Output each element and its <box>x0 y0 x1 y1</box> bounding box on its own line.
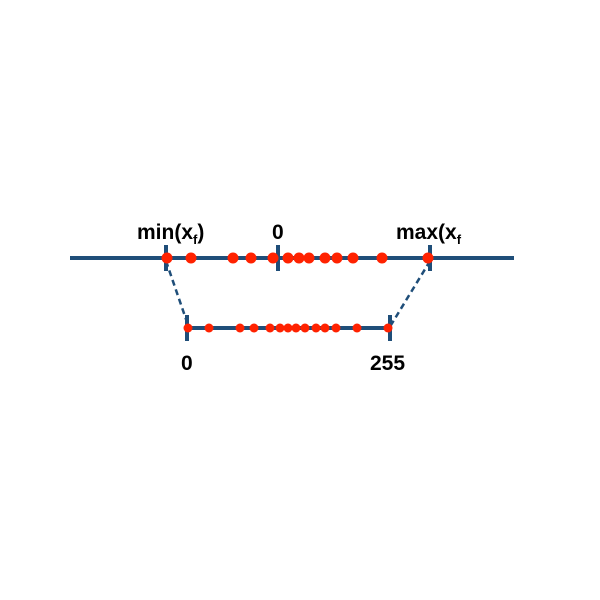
quantized-point <box>311 323 321 333</box>
quantized-point <box>275 323 285 333</box>
quantized-point <box>383 323 393 333</box>
start-label: 0 <box>181 352 193 375</box>
quantized-point <box>283 323 293 333</box>
float-point <box>422 252 434 264</box>
max-label: max(xf <box>396 221 462 247</box>
quantized-point <box>300 323 310 333</box>
quantized-point <box>291 323 301 333</box>
end-label: 255 <box>370 352 405 375</box>
mapping-line-max <box>389 260 432 326</box>
float-point <box>376 252 388 264</box>
float-point <box>245 252 257 264</box>
float-point <box>161 252 173 264</box>
quantized-point <box>331 323 341 333</box>
quantized-point <box>235 323 245 333</box>
quantized-point <box>204 323 214 333</box>
float-point <box>347 252 359 264</box>
quantized-point <box>249 323 259 333</box>
float-points <box>161 252 434 264</box>
float-point <box>319 252 331 264</box>
quantized-point <box>265 323 275 333</box>
quantized-point <box>352 323 362 333</box>
float-point <box>282 252 294 264</box>
quantized-point <box>320 323 330 333</box>
float-point <box>331 252 343 264</box>
float-point <box>227 252 239 264</box>
float-point <box>185 252 197 264</box>
float-point <box>303 252 315 264</box>
quantized-points <box>183 323 393 333</box>
float-point <box>267 252 279 264</box>
zero-label: 0 <box>272 221 284 244</box>
quantized-point <box>183 323 193 333</box>
float-point <box>293 252 305 264</box>
min-label: min(xf) <box>137 221 204 247</box>
mapping-line-min <box>164 260 190 326</box>
